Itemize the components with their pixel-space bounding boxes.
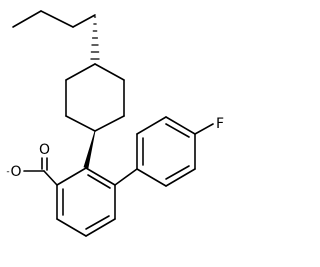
bond-fph-6 [136,168,167,187]
bond-butyl-1 [12,10,42,28]
bond-benz-1-inner [87,174,111,189]
bond-ring-4 [65,115,96,132]
bond-butyl-3 [72,14,96,28]
bond-benz-3-inner [85,215,110,230]
bond-fph-2 [136,116,167,135]
bond-fph-3-inner [165,123,190,138]
fluorophenyl-ring [136,116,196,187]
carbonyl-oxygen-label: O [39,142,50,158]
fluorine-label: F [216,116,224,132]
central-benzene-ring [56,167,116,237]
bond-butyl-2 [40,10,74,28]
butyl-chain [12,10,96,28]
bond-benz-4 [56,218,87,237]
bond-benz-3 [85,218,116,237]
carboxylate-group: O O - [6,142,58,186]
bond-benz-1 [85,167,116,186]
bond-ring-3 [94,115,125,132]
cyclohexane-ring [65,63,125,132]
anion-oxygen-label: O [10,164,21,180]
bond-carboxyl-c [43,170,58,186]
bond-fph-3 [165,116,196,135]
hashed-bond [90,16,100,60]
anion-charge-label: - [6,167,9,177]
wedge-bond [83,130,96,169]
bond-ring-6 [65,63,96,81]
bond-c-f [194,123,214,135]
bond-benz-6 [56,167,87,186]
bond-fph-5-inner [165,165,190,180]
bond-ring-1 [94,63,125,81]
bond-fph-5 [165,168,196,187]
molecule-diagram: O O - F [6,10,224,237]
bond-biaryl [114,168,138,186]
